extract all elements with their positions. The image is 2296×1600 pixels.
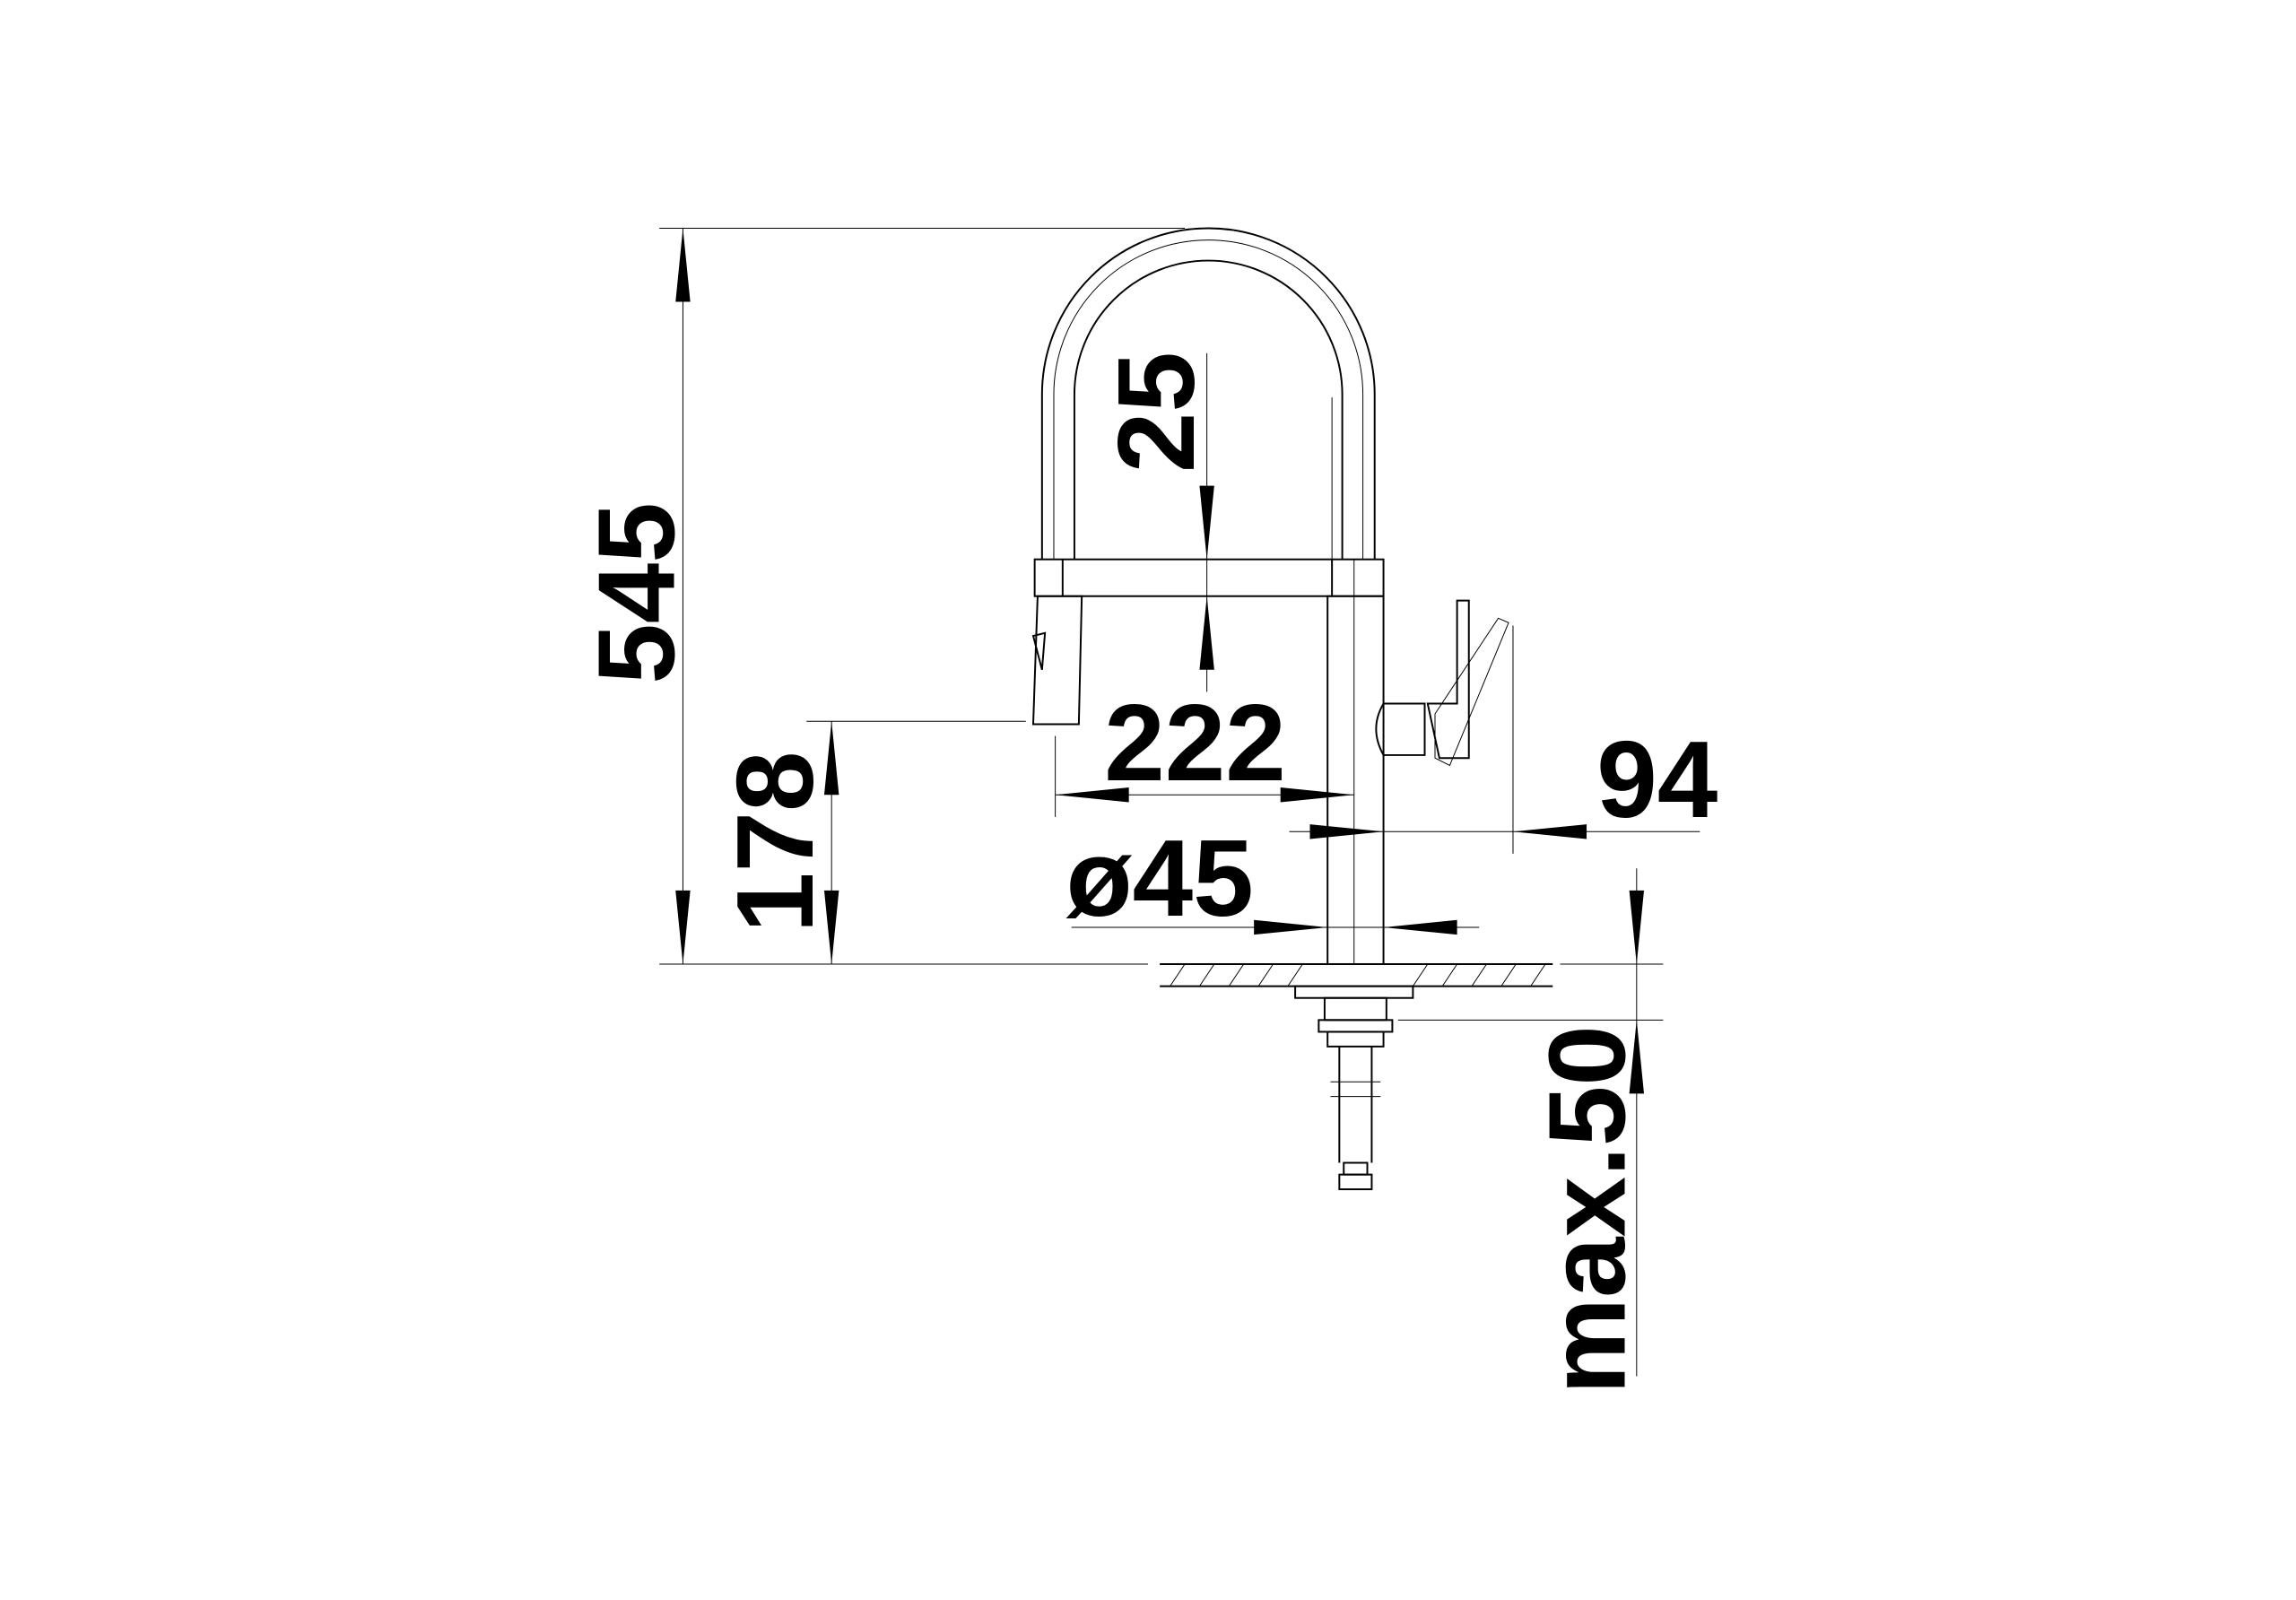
dim-222: 222 [1104,682,1286,804]
counter-section [1160,962,1553,1191]
dim-545: 545 [576,502,698,684]
dim-max-50: max.50 [1526,1025,1648,1395]
dim-94: 94 [1596,718,1718,840]
dimension-lines [659,227,1700,1377]
dim-178: 178 [714,751,836,933]
dim-diameter-45: ø45 [1066,817,1254,939]
dim-25: 25 [1095,352,1217,473]
faucet-outline [1031,227,1509,965]
